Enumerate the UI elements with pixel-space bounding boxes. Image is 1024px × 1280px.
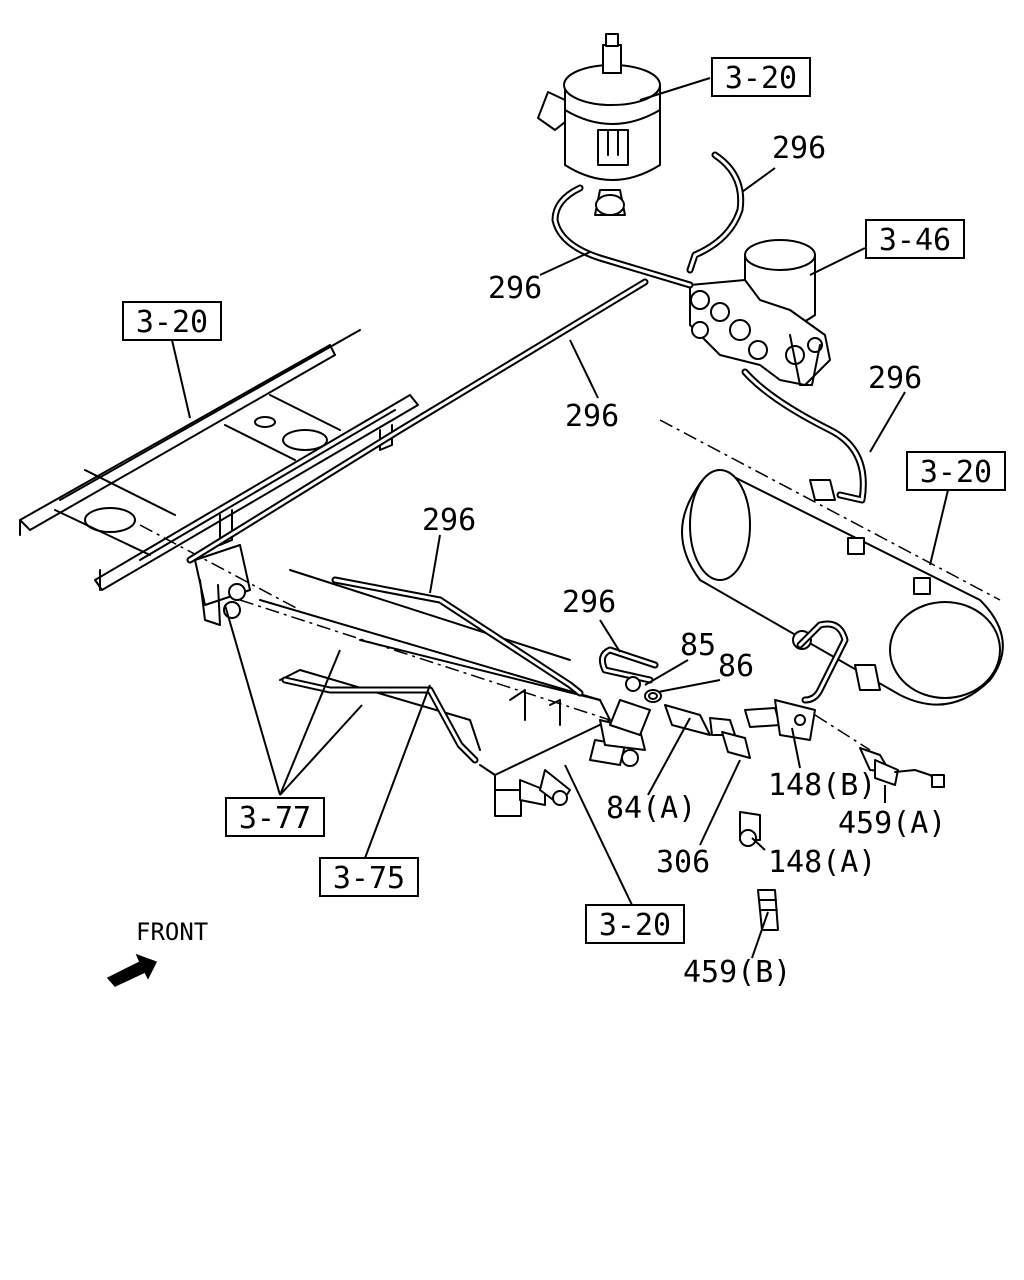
air-dryer <box>689 239 831 386</box>
ref-box-top-reservoir[interactable]: 3-20 <box>711 57 811 97</box>
main-air-tank <box>659 419 1004 706</box>
front-arrow-icon <box>106 953 158 987</box>
ref-box-valve-assy[interactable]: 3-75 <box>319 857 419 897</box>
part-labels: 296 296 296 296 296 296 85 86 84(A) 306 … <box>422 131 946 990</box>
label-85: 85 <box>680 628 716 663</box>
top-reservoir <box>537 33 661 216</box>
svg-text:3-46: 3-46 <box>879 223 951 258</box>
lower-bracket <box>194 544 651 817</box>
svg-text:3-75: 3-75 <box>333 861 405 896</box>
svg-text:3-20: 3-20 <box>725 61 797 96</box>
label-306: 306 <box>656 845 710 880</box>
svg-text:3-77: 3-77 <box>239 801 311 836</box>
svg-text:3-20: 3-20 <box>599 908 671 943</box>
label-459b: 459(B) <box>683 955 791 990</box>
label-84a: 84(A) <box>606 791 696 826</box>
svg-text:3-20: 3-20 <box>136 305 208 340</box>
label-459a: 459(A) <box>838 806 946 841</box>
label-296-right: 296 <box>868 361 922 396</box>
label-296-u: 296 <box>562 585 616 620</box>
label-86: 86 <box>718 649 754 684</box>
label-148a: 148(A) <box>768 845 876 880</box>
svg-text:3-20: 3-20 <box>920 455 992 490</box>
label-296-mid: 296 <box>565 399 619 434</box>
front-indicator: FRONT <box>106 918 208 987</box>
label-296-left: 296 <box>488 271 542 306</box>
ref-box-crossmember[interactable]: 3-20 <box>585 904 685 944</box>
fittings <box>625 676 945 931</box>
ref-box-main-tank[interactable]: 3-20 <box>906 451 1006 491</box>
ref-box-bracket-lower[interactable]: 3-77 <box>225 797 325 837</box>
label-296-top: 296 <box>772 131 826 166</box>
ref-box-air-dryer[interactable]: 3-46 <box>865 219 965 259</box>
front-label: FRONT <box>136 918 208 946</box>
leader-lines <box>171 77 949 959</box>
label-148b: 148(B) <box>768 768 876 803</box>
label-296-lower: 296 <box>422 503 476 538</box>
ref-box-frame-left[interactable]: 3-20 <box>122 301 222 341</box>
chassis-frame <box>19 329 419 611</box>
